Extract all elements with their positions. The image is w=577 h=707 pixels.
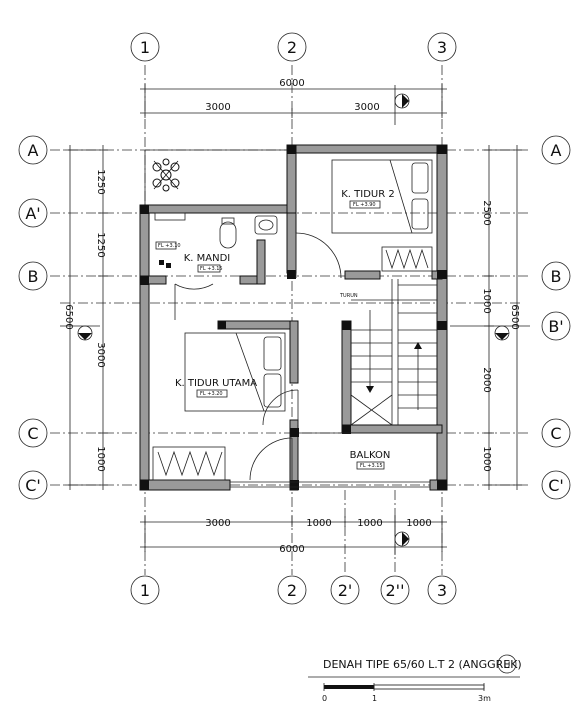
grid-label-1-bottom: 1 bbox=[140, 581, 150, 600]
dim-right-total: 6500 bbox=[509, 304, 520, 329]
dim-left-seg-3: 3000 bbox=[95, 342, 106, 367]
grid-label-1-top: 1 bbox=[140, 38, 150, 57]
master-bedroom: K. TIDUR UTAMA FL +3.20 bbox=[152, 332, 299, 481]
dim-bottom-seg-1: 3000 bbox=[205, 518, 230, 529]
dimension-bottom: 3000 1000 1000 1000 6000 bbox=[140, 515, 447, 555]
grid-label-C-left: C bbox=[27, 424, 38, 443]
dimension-top: 6000 3000 3000 bbox=[140, 78, 447, 125]
bathroom: FL +3.10 K. MANDI FL +3.15 bbox=[154, 212, 278, 320]
grid-label-2-top: 2 bbox=[287, 38, 297, 57]
drawing-title: DENAH TIPE 65/60 L.T 2 (ANGGREK) bbox=[323, 658, 522, 671]
grid-label-A-right: A bbox=[551, 141, 562, 160]
dim-left-seg-2: 1250 bbox=[95, 232, 106, 257]
room-name-master-bedroom: K. TIDUR UTAMA bbox=[175, 378, 257, 389]
room-level-master-bedroom: FL +3.20 bbox=[200, 391, 223, 397]
grid-label-Cp-left: C' bbox=[25, 476, 41, 495]
dim-bottom-total: 6000 bbox=[279, 544, 304, 555]
plant-icon bbox=[152, 158, 180, 192]
dim-top-seg-1: 3000 bbox=[205, 102, 230, 113]
grid-label-Bp-right: B' bbox=[548, 317, 563, 336]
stair-treads bbox=[351, 284, 437, 409]
grid-bubbles-bottom: 1 2 2' 2'' 3 bbox=[130, 575, 457, 605]
grid-label-Ap-left: A' bbox=[25, 204, 40, 223]
dim-bottom-seg-4: 1000 bbox=[406, 518, 431, 529]
grid-label-Cp-right: C' bbox=[548, 476, 564, 495]
room-name-bedroom-2: K. TIDUR 2 bbox=[341, 189, 394, 200]
dim-right-seg-1: 2500 bbox=[481, 200, 492, 225]
scale-bar: 0 1 3m bbox=[322, 683, 491, 703]
dim-top-total: 6000 bbox=[279, 78, 304, 89]
scale-tick-3m: 3m bbox=[478, 694, 491, 703]
grid-label-C-right: C bbox=[550, 424, 561, 443]
grid-label-A-left: A bbox=[28, 141, 39, 160]
grid-label-B-left: B bbox=[28, 267, 39, 286]
room-level-balcony: FL +3.15 bbox=[360, 463, 383, 469]
bedroom-2: K. TIDUR 2 FL +3.90 bbox=[295, 159, 433, 279]
axis-lines bbox=[50, 65, 530, 575]
stair-label: TURUN bbox=[339, 293, 358, 299]
scale-tick-0: 0 bbox=[322, 694, 327, 703]
dim-left-total: 6500 bbox=[63, 304, 74, 329]
columns bbox=[140, 145, 447, 490]
north-symbol: U bbox=[504, 661, 511, 671]
room-name-balcony: BALKON bbox=[350, 450, 391, 461]
walls bbox=[139, 144, 448, 491]
room-level-bedroom-2: FL +3.90 bbox=[353, 202, 376, 208]
grid-label-2p-bottom: 2' bbox=[338, 581, 353, 600]
scale-tick-1: 1 bbox=[372, 694, 377, 703]
title-block: DENAH TIPE 65/60 L.T 2 (ANGGREK) U 0 1 3… bbox=[308, 654, 522, 703]
stairs: TURUN bbox=[339, 279, 437, 426]
dim-right-seg-3: 2000 bbox=[481, 367, 492, 392]
grid-bubbles-top: 1 2 3 bbox=[130, 32, 457, 62]
dim-left-seg-4: 1000 bbox=[95, 446, 106, 471]
dimension-left: 1250 1250 3000 1000 6500 bbox=[60, 145, 108, 490]
garden-void bbox=[144, 149, 287, 205]
dim-bottom-seg-3: 1000 bbox=[357, 518, 382, 529]
dim-right-seg-4: 1000 bbox=[481, 446, 492, 471]
wc-level: FL +3.10 bbox=[158, 243, 181, 249]
room-name-bath: K. MANDI bbox=[184, 253, 231, 264]
grid-label-3-top: 3 bbox=[437, 38, 447, 57]
grid-bubbles-right: A B B' C C' bbox=[541, 135, 571, 500]
dim-left-seg-1: 1250 bbox=[95, 169, 106, 194]
dim-bottom-seg-2: 1000 bbox=[306, 518, 331, 529]
room-level-bath: FL +3.15 bbox=[200, 266, 223, 272]
dim-top-seg-2: 3000 bbox=[354, 102, 379, 113]
grid-label-B-right: B bbox=[551, 267, 562, 286]
grid-label-2-bottom: 2 bbox=[287, 581, 297, 600]
grid-label-3-bottom: 3 bbox=[437, 581, 447, 600]
grid-label-2pp-bottom: 2'' bbox=[386, 581, 405, 600]
dimension-right: 2500 1000 2000 1000 6500 bbox=[450, 145, 530, 490]
grid-bubbles-left: A A' B C C' bbox=[18, 135, 48, 500]
dim-right-seg-2: 1000 bbox=[481, 288, 492, 313]
balcony: BALKON FL +3.15 bbox=[230, 432, 437, 488]
